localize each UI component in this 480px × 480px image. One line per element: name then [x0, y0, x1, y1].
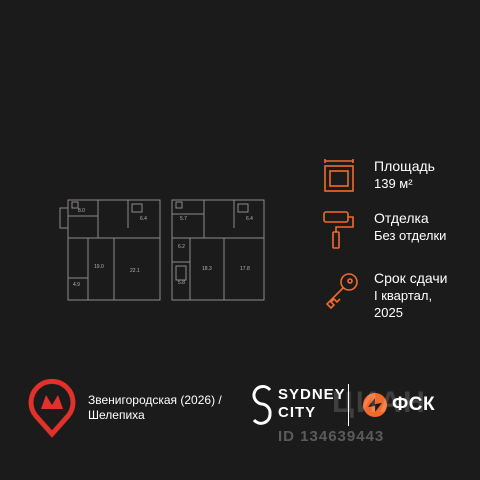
key-icon: [322, 270, 362, 315]
area-frame-icon: [322, 158, 358, 199]
plan-room-label: 6.4: [246, 216, 253, 222]
finish-label: Отделка: [374, 210, 429, 226]
paint-roller-icon: [322, 210, 358, 255]
term-value-line2: 2025: [374, 305, 403, 320]
floor-plan: 8.0 6.4 19.0 22.1 4.9 5.7 6.4 6.2 18.3 1…: [48, 188, 278, 306]
area-value: 139 м²: [374, 176, 413, 191]
plan-room-label: 17.8: [240, 266, 250, 272]
term-label: Срок сдачи: [374, 270, 448, 286]
plan-room-label: 19.0: [94, 264, 104, 270]
logo-divider: [348, 384, 349, 426]
metro-station: Звенигородская (2026) / Шелепиха: [88, 393, 222, 422]
plan-room-label: 6.4: [140, 216, 147, 222]
sydney-city-logo-icon: [250, 384, 274, 431]
sydney-city-text: SYDNEY CITY: [278, 386, 346, 422]
fsk-brand: ФСК: [392, 394, 436, 415]
plan-room-label: 5.8: [178, 280, 185, 286]
sydney-word: SYDNEY: [278, 386, 346, 403]
plan-room-label: 4.9: [73, 282, 80, 288]
area-label: Площадь: [374, 158, 435, 174]
watermark-id: ID 134639443: [278, 428, 385, 445]
term-value-line1: I квартал,: [374, 288, 433, 303]
plan-room-label: 8.0: [78, 208, 85, 214]
plan-room-label: 6.2: [178, 244, 185, 250]
term-value: I квартал, 2025: [374, 287, 432, 321]
plan-room-label: 22.1: [130, 268, 140, 274]
plan-room-label: 5.7: [180, 216, 187, 222]
watermark-site: ЦИАН: [332, 386, 427, 419]
city-word: CITY: [278, 404, 317, 421]
finish-value: Без отделки: [374, 228, 447, 243]
metro-pin-icon: [26, 376, 78, 443]
plan-room-label: 18.3: [202, 266, 212, 272]
fsk-logo-icon: [362, 392, 388, 423]
